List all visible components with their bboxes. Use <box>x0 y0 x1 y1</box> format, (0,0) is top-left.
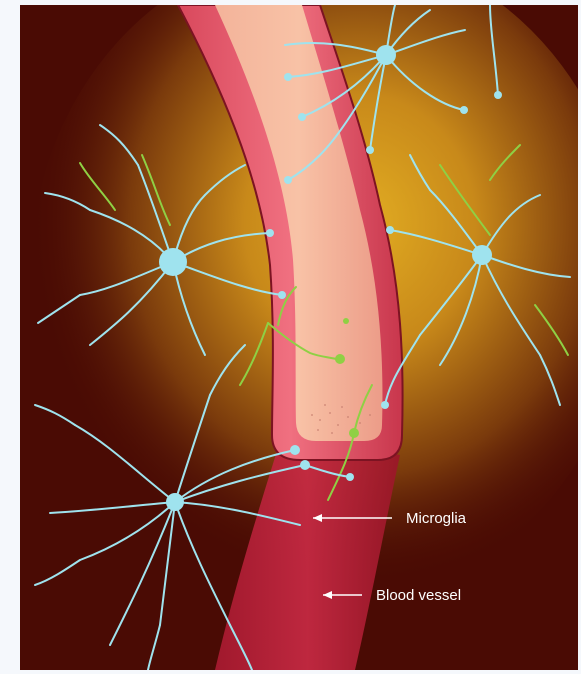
illustration: Microglia Blood vessel <box>20 5 578 670</box>
microglia-label: Microglia <box>406 510 467 527</box>
blood-vessel-label: Blood vessel <box>376 587 461 604</box>
vessel-illustration-svg: Microglia Blood vessel <box>20 5 578 670</box>
